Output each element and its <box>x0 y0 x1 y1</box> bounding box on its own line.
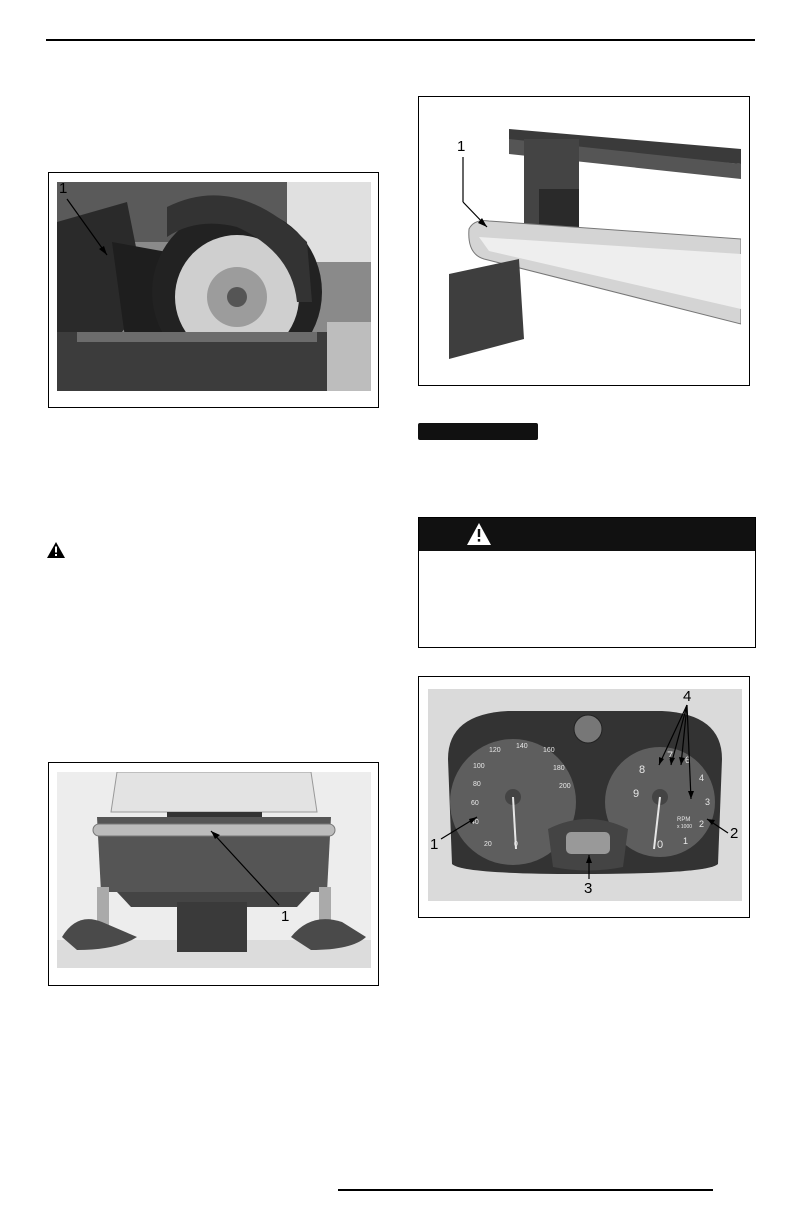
bumper-photo <box>57 772 371 968</box>
callout-1: 1 <box>59 180 68 197</box>
header-rule <box>46 39 755 41</box>
speed-tick: 180 <box>553 765 565 772</box>
figure-front-bumper: 1 <box>48 762 379 986</box>
engine-photo <box>57 182 371 391</box>
rpm-tick: 7 <box>667 750 674 762</box>
rpm-tick: 0 <box>657 839 664 851</box>
speed-tick: 200 <box>559 783 571 790</box>
warning-triangle-icon <box>467 523 491 545</box>
rpm-tick: 3 <box>705 797 711 807</box>
rpm-tick: 9 <box>633 788 640 800</box>
speed-tick: 160 <box>543 747 555 754</box>
callout-3: 3 <box>584 880 593 897</box>
warning-triangle-icon <box>47 542 65 558</box>
speed-tick: 80 <box>473 781 481 788</box>
rpm-tick: 1 <box>683 836 689 846</box>
warning-header <box>419 518 755 551</box>
section-heading-bar <box>418 423 538 440</box>
speed-tick: 100 <box>473 763 485 770</box>
callout-4: 4 <box>683 688 692 705</box>
rpm-tick: 8 <box>639 764 646 776</box>
speed-tick: 120 <box>489 747 501 754</box>
speed-tick: 0 <box>514 841 518 848</box>
speed-tick: 40 <box>471 819 479 826</box>
callout-2: 2 <box>730 825 739 842</box>
speed-tick: 20 <box>484 841 492 848</box>
figure-instrument-cluster: 20 40 60 80 100 120 140 160 180 200 0 0 … <box>418 676 750 918</box>
rpm-sublabel: x 1000 <box>677 824 693 830</box>
rpm-tick: 6 <box>685 755 691 765</box>
gauge-photo <box>428 689 742 901</box>
callout-1: 1 <box>430 836 439 853</box>
warning-box <box>418 517 756 648</box>
callout-1: 1 <box>457 138 466 155</box>
figure-engine-compartment: 1 <box>48 172 379 408</box>
figure-rear-rack: 1 <box>418 96 750 386</box>
rpm-tick: 4 <box>699 773 705 783</box>
rack-photo <box>429 109 741 369</box>
callout-1: 1 <box>281 908 290 925</box>
speed-tick: 140 <box>516 743 528 750</box>
speed-tick: 60 <box>471 800 479 807</box>
rpm-tick: 2 <box>699 819 705 829</box>
rpm-label: RPM <box>677 817 691 823</box>
footer-rule <box>338 1189 713 1191</box>
